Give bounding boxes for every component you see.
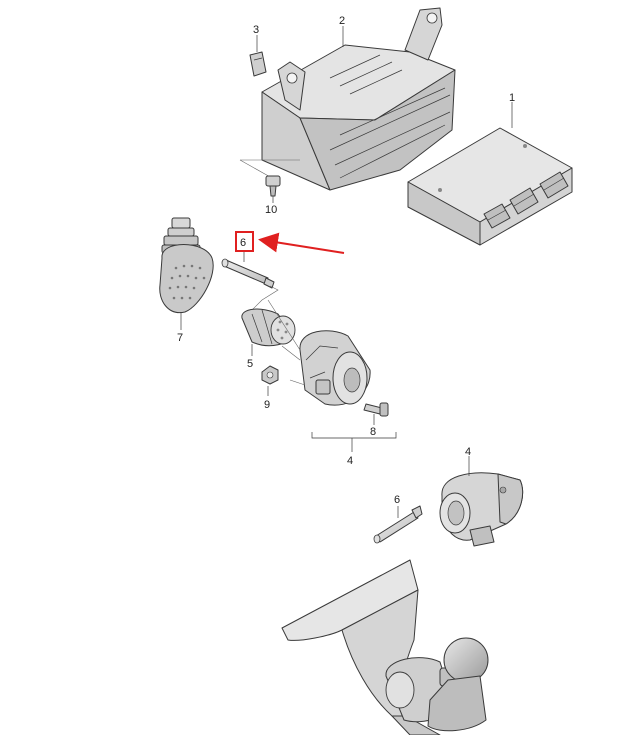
screw-8	[363, 402, 389, 425]
callout-9: 9	[264, 399, 270, 411]
pin-6-top	[221, 252, 279, 313]
bracket-holder	[261, 7, 456, 191]
callout-5: 5	[247, 358, 253, 370]
callout-7: 7	[177, 332, 183, 344]
nut-9	[261, 365, 279, 396]
highlight-box	[235, 231, 254, 252]
clip-part	[249, 35, 267, 77]
callout-8: 8	[370, 426, 376, 438]
screw-part-10	[239, 159, 300, 203]
callout-2: 2	[339, 15, 345, 27]
callout-3: 3	[253, 24, 259, 36]
cable-seal-7	[159, 217, 214, 330]
tow-ball	[385, 637, 489, 732]
callout-6-bottom: 6	[394, 494, 400, 506]
callout-10: 10	[265, 204, 277, 216]
highlight-arrow	[258, 232, 345, 254]
socket-housing-4-top	[267, 299, 397, 452]
control-unit-1	[407, 102, 573, 246]
callout-1: 1	[509, 92, 515, 104]
socket-housing-4-bottom	[439, 456, 524, 547]
contact-carrier-5	[241, 308, 296, 356]
callout-4-bottom: 4	[465, 446, 471, 458]
callout-6-top: 6	[240, 237, 246, 249]
pin-6-bottom	[373, 505, 423, 544]
callout-4-top: 4	[347, 455, 353, 467]
